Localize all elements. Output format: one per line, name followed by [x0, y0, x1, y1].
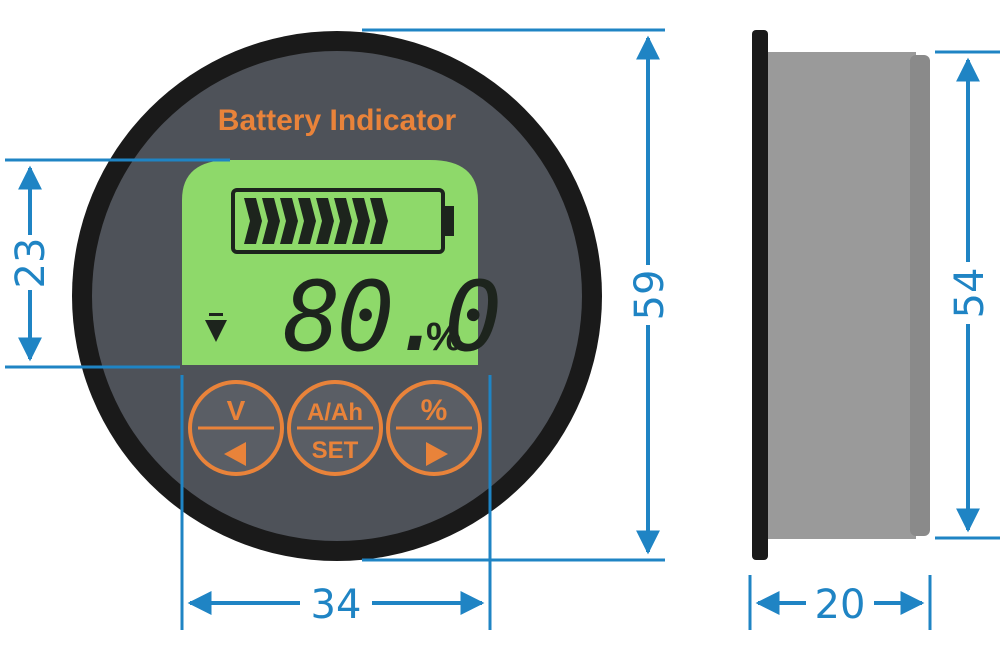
side-cap — [910, 55, 930, 536]
dimension-panel-width: 34 — [180, 375, 492, 630]
device-title: Battery Indicator — [218, 104, 457, 137]
button-percent-right[interactable]: % — [386, 380, 482, 476]
lcd-reading: 80.0 — [283, 261, 498, 373]
button-set-label: SET — [312, 437, 359, 464]
dimension-label-23: 23 — [8, 238, 54, 289]
lcd-unit: % — [426, 315, 462, 359]
battery-segment — [316, 198, 334, 244]
dimension-label-34: 34 — [311, 582, 362, 628]
battery-segment — [334, 198, 352, 244]
battery-gauge — [231, 188, 454, 254]
lcd-screen: 80.0 % — [182, 160, 502, 373]
battery-segment — [370, 198, 388, 244]
battery-segments — [244, 198, 388, 244]
battery-terminal — [444, 206, 454, 236]
down-triangle-icon — [205, 320, 227, 342]
meter-front-view: Battery Indicator 80.0 % V A/Ah — [72, 31, 602, 561]
battery-segment — [280, 198, 298, 244]
battery-segment — [352, 198, 370, 244]
button-v-label: V — [227, 395, 246, 426]
side-body — [768, 52, 916, 539]
button-v-left[interactable]: V — [188, 380, 284, 476]
dimension-body-height: 54 — [935, 50, 1000, 540]
dimension-label-20: 20 — [815, 582, 866, 628]
battery-segment — [262, 198, 280, 244]
dimension-depth: 20 — [748, 575, 932, 630]
dimension-label-59: 59 — [627, 270, 673, 321]
left-triangle-icon — [224, 442, 246, 466]
dimension-overall-diameter: 59 — [362, 28, 673, 562]
dimension-label-54: 54 — [947, 268, 993, 319]
side-flange — [752, 30, 768, 560]
meter-side-view — [752, 30, 930, 560]
button-aah-label: A/Ah — [307, 399, 363, 426]
button-percent-label: % — [421, 394, 448, 427]
right-triangle-icon — [426, 442, 448, 466]
battery-segment — [244, 198, 262, 244]
battery-outline — [231, 188, 445, 254]
button-set[interactable]: A/Ah SET — [287, 380, 383, 476]
battery-segment — [298, 198, 316, 244]
minus-icon — [209, 313, 223, 316]
dimension-lcd-height: 23 — [5, 158, 230, 369]
